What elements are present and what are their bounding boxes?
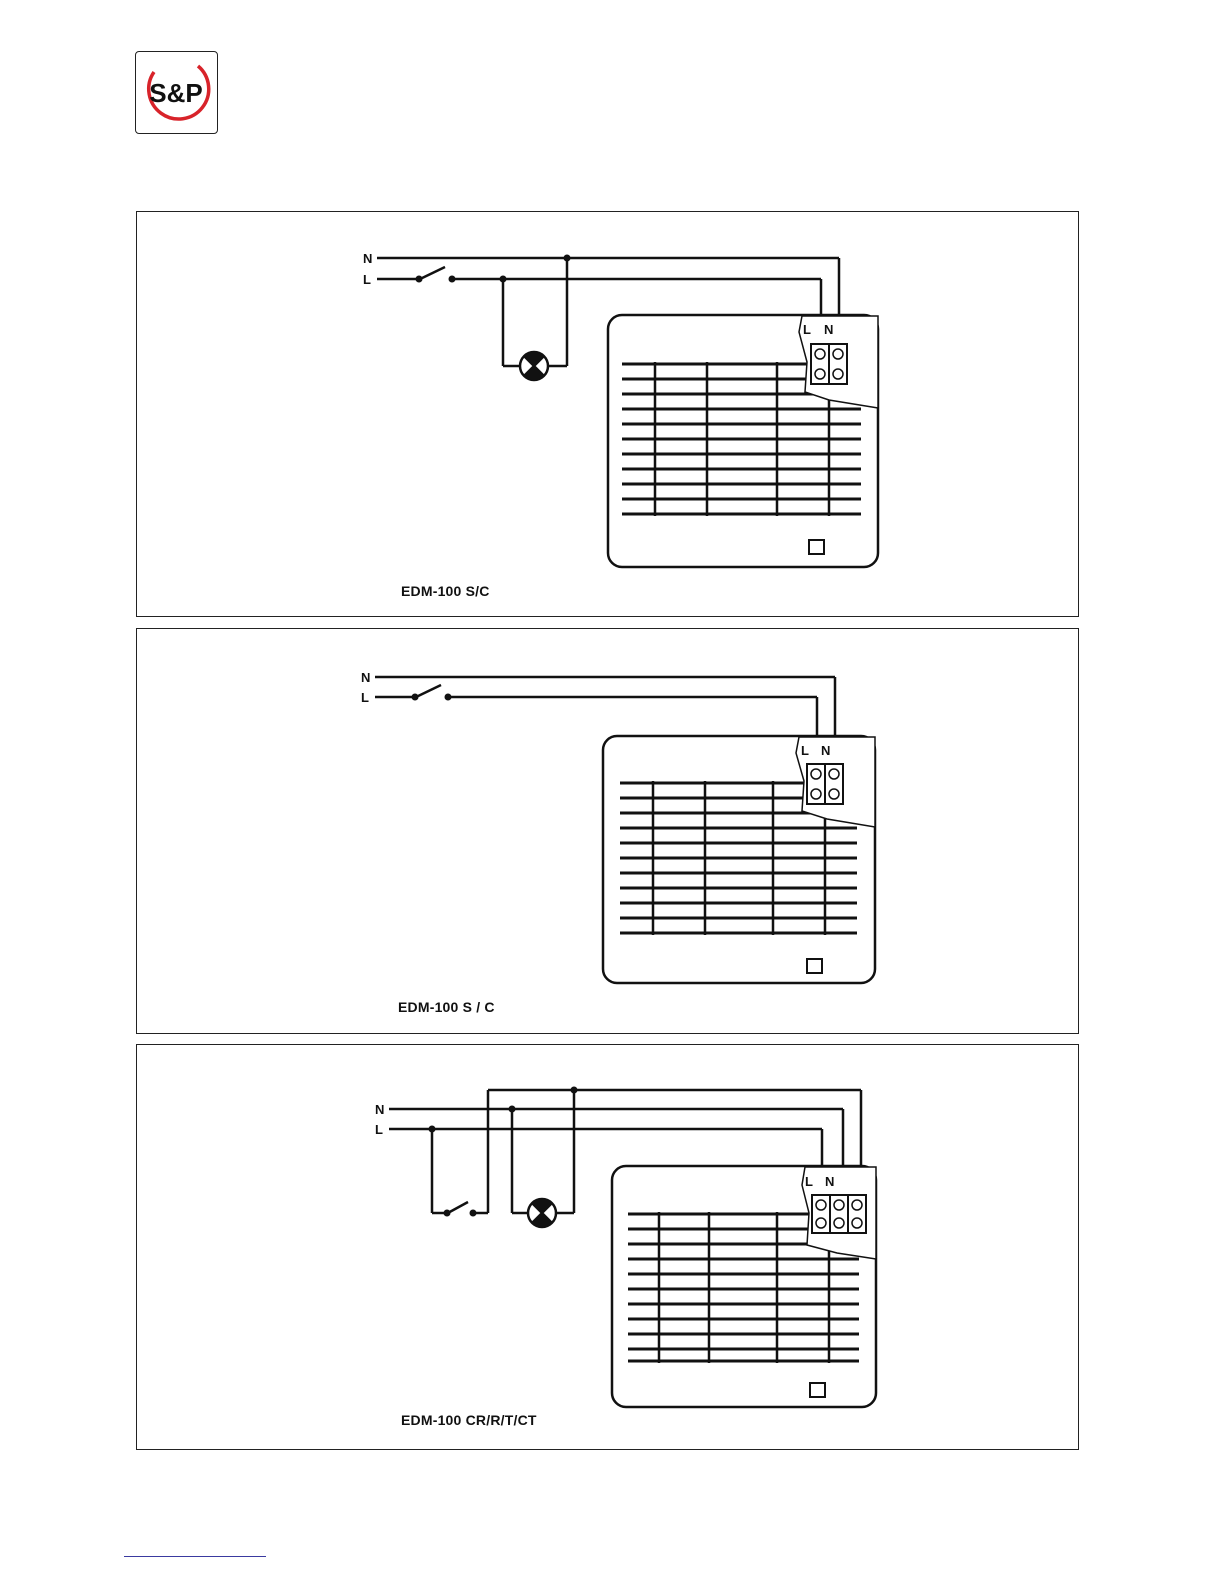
diagram-caption: EDM-100 S / C bbox=[398, 999, 495, 1015]
line-label-l: L bbox=[363, 272, 371, 287]
line-label-l: L bbox=[361, 690, 369, 705]
terminal-label-l: L bbox=[805, 1174, 813, 1189]
wiring-diagram-3: N L L N EDM-100 CR/R/T/CT bbox=[136, 1044, 1079, 1450]
terminal-label-l: L bbox=[801, 743, 809, 758]
line-label-n: N bbox=[363, 251, 372, 266]
diagram-1-drawing: N L L N bbox=[137, 212, 1080, 618]
diagram-caption: EDM-100 CR/R/T/CT bbox=[401, 1412, 537, 1428]
footer-rule bbox=[124, 1556, 266, 1557]
terminal-label-l: L bbox=[803, 322, 811, 337]
wiring-diagram-1: N L L N EDM-100 S/C bbox=[136, 211, 1079, 617]
terminal-label-n: N bbox=[825, 1174, 834, 1189]
diagram-caption: EDM-100 S/C bbox=[401, 583, 490, 599]
line-label-l: L bbox=[375, 1122, 383, 1137]
logo-text: S&P bbox=[149, 78, 202, 108]
diagram-2-drawing: N L L N bbox=[137, 629, 1080, 1035]
brand-logo: S&P bbox=[135, 51, 218, 134]
line-label-n: N bbox=[375, 1102, 384, 1117]
wiring-diagram-2: N L L N EDM-100 S / C bbox=[136, 628, 1079, 1034]
terminal-label-n: N bbox=[824, 322, 833, 337]
logo-icon: S&P bbox=[136, 52, 217, 133]
terminal-label-n: N bbox=[821, 743, 830, 758]
line-label-n: N bbox=[361, 670, 370, 685]
lamp-icon bbox=[528, 1199, 556, 1227]
diagram-3-drawing: N L L N bbox=[137, 1045, 1080, 1451]
lamp-icon bbox=[520, 352, 548, 380]
